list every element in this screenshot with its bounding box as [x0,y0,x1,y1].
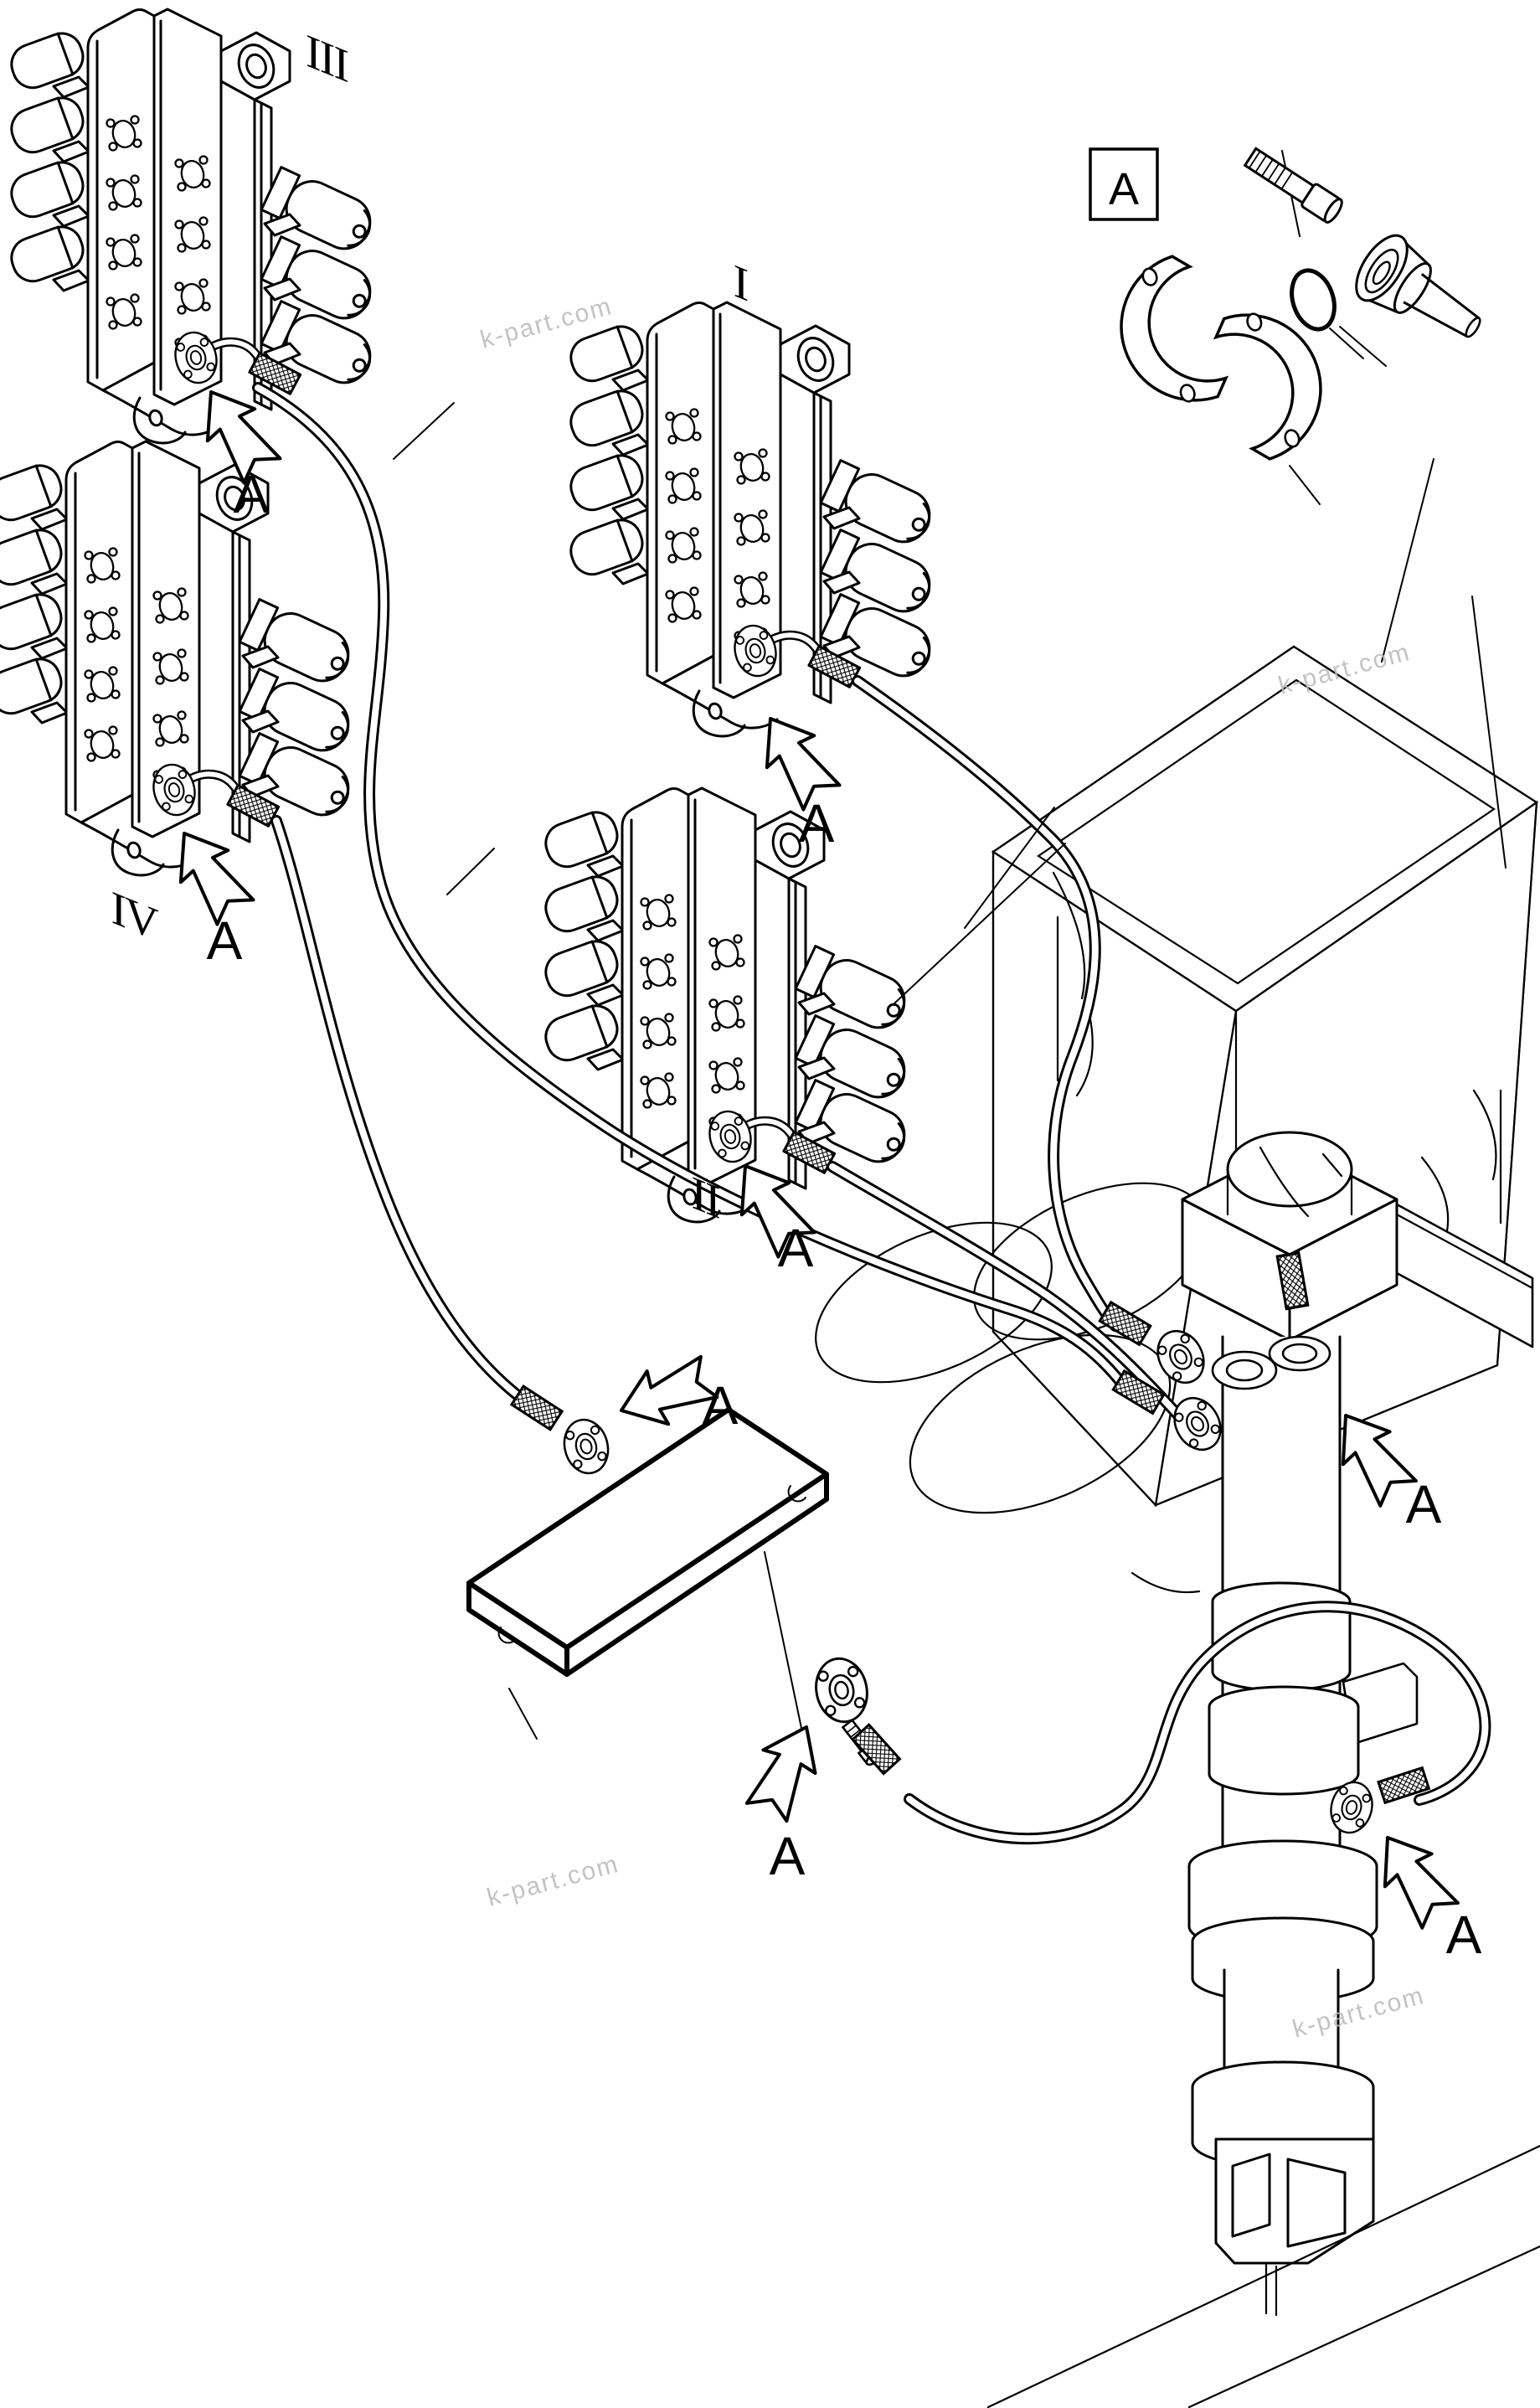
hose-hidden-arcs [1052,871,1497,1594]
split-flange-half-rear [1120,255,1229,403]
detail-callout-box [1089,147,1159,221]
cylinder-cap [1226,1131,1353,1218]
hose-valve-i [854,678,1119,1329]
head-port-flanges [1211,1335,1331,1390]
hose-valve-iv [273,817,524,1401]
hose-cylinder-loop [906,1603,1489,1843]
detail-callout: A [1089,147,1481,505]
hose-flange-end [1355,234,1481,338]
marker-letter: A [207,910,243,971]
hydraulic-cylinder [986,1089,1540,2408]
o-ring [1290,268,1337,332]
marker-letter: A [799,793,835,853]
split-flange-half-front [1213,312,1322,461]
valve-ii-label: II [691,1165,719,1229]
marker-letter: A [703,1375,739,1436]
floor-line-2 [1187,2245,1540,2408]
marker-letter: A [234,464,270,524]
tank-rim-recess [1037,678,1496,985]
floor-line [986,2144,1540,2408]
marker-letter: A [778,1218,814,1278]
hose-end-fittings [510,1301,1430,1838]
mounting-plate [466,1407,829,1677]
joint-marker-labels: A A A A A A A A [207,464,1482,1965]
hose-valve-iii [255,384,1131,1395]
cylinder-collar-lower [1208,1685,1360,1796]
hose-runs [252,382,1491,1845]
socket-bolt [1243,147,1343,224]
clevis-foot [1214,2137,1375,2317]
marker-letter: A [1446,1905,1482,1965]
hose-valve-ii [829,1163,1184,1421]
marker-letter: A [1406,1474,1442,1534]
leader-lines [393,326,1507,1740]
cylinder-rod [1223,1968,1340,2072]
marker-letter: A [770,1826,806,1886]
detail-callout-label: A [1109,164,1139,214]
valve-i-label: I [734,254,748,312]
